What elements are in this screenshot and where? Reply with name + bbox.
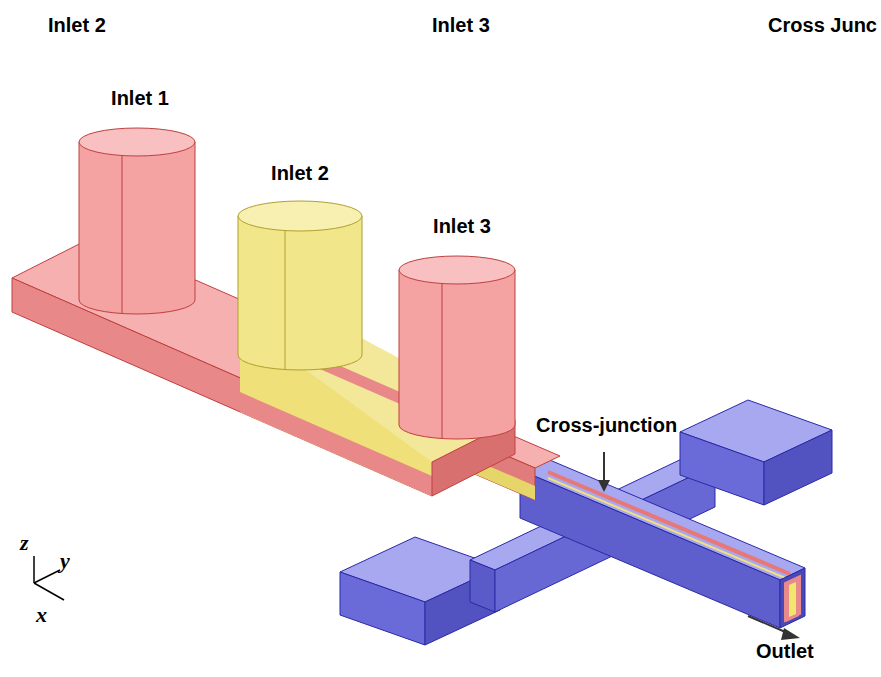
outlet-label: Outlet: [756, 640, 814, 663]
heading-label: Inlet 2: [48, 14, 106, 37]
inlet-reservoir-2: [238, 201, 362, 370]
inlet-label: Inlet 2: [271, 162, 329, 185]
inlet-label: Inlet 1: [111, 87, 169, 110]
junction-label: Cross-junction: [536, 414, 677, 437]
leader-arrows: [598, 452, 800, 640]
inlet-reservoir-3: [399, 256, 515, 439]
axis-triad: [34, 556, 64, 600]
heading-label: Inlet 3: [432, 14, 490, 37]
inlet-reservoir-1: [79, 128, 195, 314]
outlet-channel: [520, 458, 805, 628]
left-reservoir: [340, 537, 500, 645]
inlet-label: Inlet 3: [433, 215, 491, 238]
axis-label: x: [36, 602, 47, 627]
axis-label: y: [60, 548, 70, 573]
axis-label: z: [20, 530, 29, 555]
right-reservoir: [680, 400, 832, 505]
heading-label: Cross Junc: [768, 14, 877, 37]
